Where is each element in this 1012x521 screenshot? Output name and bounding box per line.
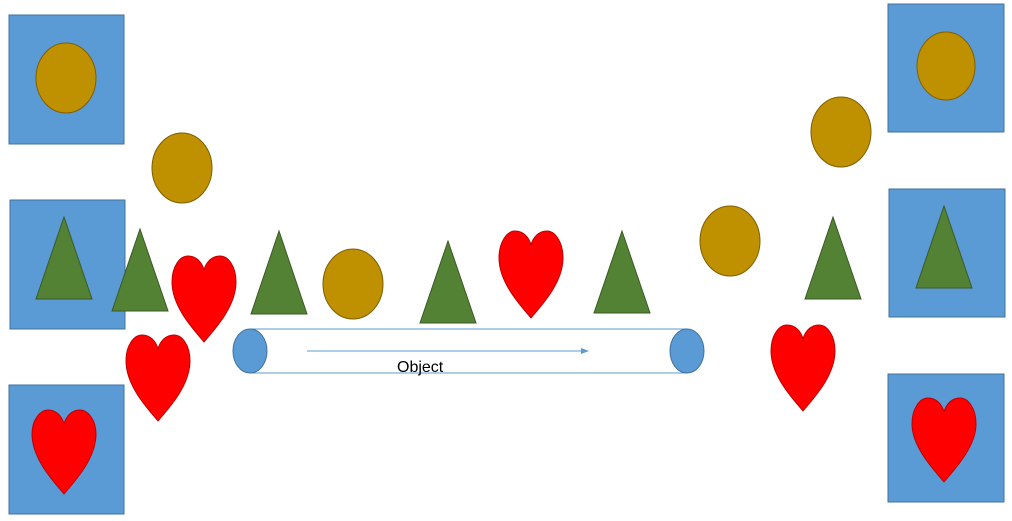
triangle-icon [250, 229, 308, 315]
left-circle-bin [8, 14, 125, 145]
circle-icon [151, 132, 213, 204]
conveyor-label: Object [397, 359, 444, 376]
circle-icon [810, 96, 872, 168]
circle-icon [916, 31, 976, 101]
conveyor-left-roller [232, 328, 268, 374]
triangle-icon [419, 239, 477, 324]
heart-icon [770, 324, 836, 412]
circle-icon [322, 248, 384, 320]
heart-icon [498, 230, 564, 319]
heart-icon [171, 255, 237, 343]
circle-icon [35, 42, 97, 114]
moving-objects [111, 96, 872, 422]
heart-icon [911, 397, 977, 483]
direction-arrowhead [581, 348, 589, 354]
heart-icon [31, 409, 97, 495]
right-circle-bin [887, 3, 1005, 133]
triangle-icon [593, 229, 651, 314]
left-triangle-bin [9, 199, 126, 330]
right-heart-bin [887, 373, 1005, 503]
triangle-icon [111, 227, 169, 312]
left-heart-bin [8, 384, 125, 515]
conveyor: Object [232, 328, 705, 376]
right-triangle-bin [888, 188, 1006, 318]
conveyor-right-roller [669, 328, 705, 374]
triangle-icon [35, 215, 93, 300]
triangle-icon [915, 204, 973, 289]
circle-icon [699, 205, 761, 277]
left-bins [8, 14, 126, 515]
heart-icon [125, 334, 191, 422]
triangle-icon [804, 215, 862, 300]
right-bins [887, 3, 1006, 503]
